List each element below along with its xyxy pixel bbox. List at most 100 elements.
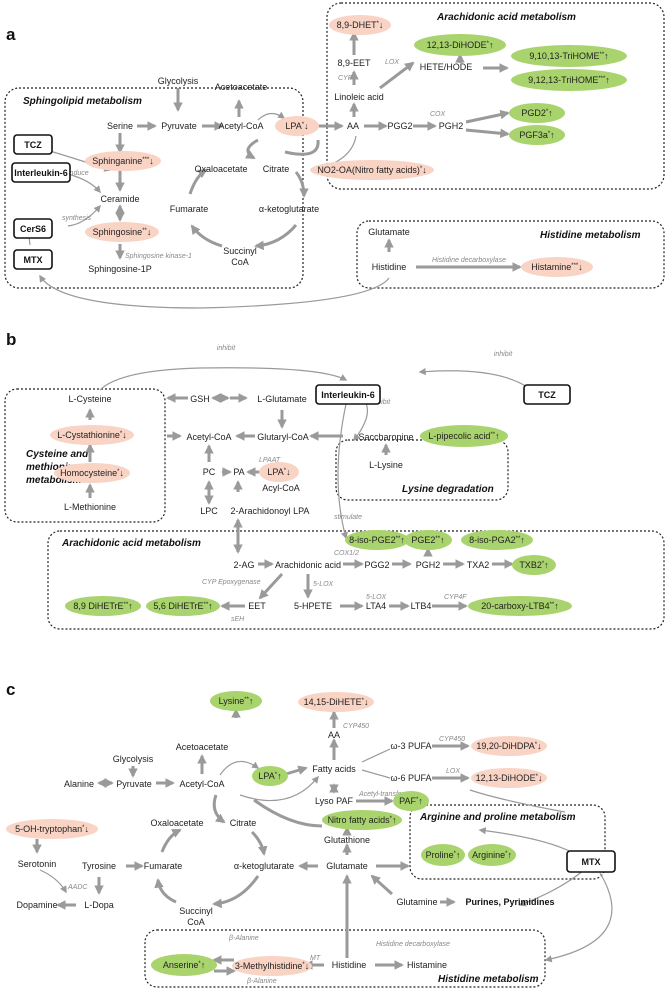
edge-succinyl-fumarate-c xyxy=(154,878,177,904)
label-homocysteine: Homocysteine*↓ xyxy=(60,468,124,478)
label-9-10-13-trihome: 9,10,13-TriHOME**↑ xyxy=(529,51,608,61)
label-txb2: TXB2*↑ xyxy=(519,560,548,570)
metabolite-19-20-dihdpa xyxy=(471,736,547,756)
node-arach: Arachidonic acid xyxy=(275,560,341,570)
node-pyruvate-c: Pyruvate xyxy=(116,779,152,789)
metabolite-sphingosine xyxy=(85,222,159,242)
cys-title-1: Cysteine and xyxy=(26,449,89,460)
metabolite-histamine-a xyxy=(521,257,593,277)
edge-mtx-histidine xyxy=(544,872,613,963)
metabolite-20-carboxy-ltb4 xyxy=(468,596,572,616)
lysine-title: Lysine degradation xyxy=(402,484,494,495)
label-mtx-a: MTX xyxy=(24,255,43,265)
edge-label-hdc: Histidine decarboxylase xyxy=(432,257,506,264)
metabolite-lpa-b xyxy=(259,462,299,482)
node-2ag: 2-AG xyxy=(233,560,254,570)
edge-arach-eet xyxy=(258,572,284,600)
panel-b: b Cysteine and methionine metabolism Lys… xyxy=(4,330,665,630)
metabolite-sphinganine xyxy=(85,151,161,171)
label-lysine: Lysine**↑ xyxy=(219,696,254,706)
metabolite-9-12-13-trihome xyxy=(511,69,627,91)
edge-acetylcoa-citrate xyxy=(244,138,259,160)
node-pgh2: PGH2 xyxy=(439,121,464,131)
edge-citrate-aketo-c xyxy=(250,830,268,856)
edge-label-5lox-a: 5-LOX xyxy=(313,581,334,588)
histidine-title-a: Histidine metabolism xyxy=(540,230,641,241)
node-pgg2-b: PGG2 xyxy=(364,560,389,570)
node-acylcoa: Acyl-CoA xyxy=(262,483,300,493)
lysine-box xyxy=(335,439,509,501)
node-citrate: Citrate xyxy=(263,164,290,174)
node-linoleic: Linoleic acid xyxy=(334,92,384,102)
label-pge2: PGE2**↑ xyxy=(411,535,444,545)
panel-b-label: b xyxy=(6,330,16,349)
label-lpa-b: LPA*↓ xyxy=(267,467,290,477)
node-hpete: 5-HPETE xyxy=(294,601,332,611)
label-12-13-dihode-c: 12,13-DiHODE*↓ xyxy=(476,773,543,783)
node-pyruvate: Pyruvate xyxy=(161,121,197,131)
edge-acetylcoa-citrate-c xyxy=(212,794,226,824)
node-glycolysis: Glycolysis xyxy=(158,76,199,86)
edge-glutamine-glutamate xyxy=(370,874,394,896)
node-succinyl-c: Succinyl xyxy=(179,906,213,916)
node-llysine: L-Lysine xyxy=(369,460,403,470)
node-pa: PA xyxy=(233,467,244,477)
metabolite-5-oh-tryptophan xyxy=(6,819,98,839)
node-ltb4: LTB4 xyxy=(411,601,432,611)
metabolite-proline xyxy=(421,844,465,866)
metabolite-8-iso-pga2 xyxy=(461,530,533,550)
node-txa2: TXA2 xyxy=(467,560,490,570)
node-alanine: Alanine xyxy=(64,779,94,789)
drug-tcz-b xyxy=(523,384,571,405)
node-w6: ω-6 PUFA xyxy=(390,773,431,783)
edge-citrate-fattyacids xyxy=(239,775,319,802)
metabolite-5-6-diheter xyxy=(146,596,220,616)
argpro-box xyxy=(409,804,606,880)
sphingolipid-title: Sphingolipid metabolism xyxy=(23,96,142,107)
metabolite-nitro-fatty-acids xyxy=(322,810,402,830)
edge-aketo-succinyl xyxy=(254,224,298,251)
label-19-20-dihdpa: 19,20-DiHDPA*↓ xyxy=(476,741,541,751)
label-proline: Proline*↑ xyxy=(426,850,461,860)
node-histamine-c: Histamine xyxy=(407,960,447,970)
metabolite-12-13-dihode-c xyxy=(471,768,547,788)
edge-succinyl-fumarate xyxy=(190,224,223,248)
edge-label-cypepox: CYP Epoxygenase xyxy=(202,579,261,586)
label-sphingosine: Sphingosine**↓ xyxy=(93,227,152,237)
histidine-box-c xyxy=(144,929,546,988)
edge-label-acetyltrans: Acetyl-transferase xyxy=(358,791,416,798)
edge-stimulate xyxy=(337,403,348,540)
node-ldopa: L-Dopa xyxy=(84,900,114,910)
edge-linoleic-hete xyxy=(379,61,415,90)
edge-inhibit-1 xyxy=(99,367,348,391)
cysteine-box xyxy=(4,388,166,523)
metabolite-cystathionine xyxy=(50,425,134,445)
node-glutaryl: Glutaryl-CoA xyxy=(257,432,309,442)
panel-a: a Arachidonic acid metabolism Sphingolip… xyxy=(4,2,665,309)
node-purines: Purines, Pyrimidines xyxy=(465,897,554,907)
arachidonic-title-b: Arachidonic acid metabolism xyxy=(61,538,201,549)
node-acetylcoa: Acetyl-CoA xyxy=(218,121,263,131)
edge-pgh2-pgd2 xyxy=(465,109,510,124)
label-cystathionine: L-Cystathionine*↓ xyxy=(57,430,126,440)
metabolite-lpa-a xyxy=(275,116,319,136)
node-fattyacids: Fatty acids xyxy=(312,764,356,774)
edge-label-induce: induce xyxy=(68,170,89,177)
metabolite-arginine xyxy=(468,844,516,866)
node-glutamine: Glutamine xyxy=(396,897,437,907)
drug-mtx-a xyxy=(13,249,53,270)
label-no2oa: NO2-OA(Nitro fatty acids)*↓ xyxy=(317,165,426,175)
node-pc: PC xyxy=(203,467,216,477)
node-acetoacetate: Acetoacetate xyxy=(215,82,268,92)
label-8-iso-pga2: 8-iso-PGA2**↑ xyxy=(469,535,525,545)
edge-il6-ceramide xyxy=(67,173,101,194)
edge-mtx-nitro xyxy=(469,789,566,813)
edge-label-sk1: Sphingosine kinase-1 xyxy=(125,253,192,260)
panel-c-label: c xyxy=(6,680,15,699)
metabolite-3-methylhistidine xyxy=(232,956,312,976)
edge-fumarate-oxaloacetate-c xyxy=(160,828,182,853)
node-gsh: GSH xyxy=(190,394,210,404)
metabolite-pge2 xyxy=(404,530,452,550)
label-pipecolic: L-pipecolic acid**↑ xyxy=(428,431,499,441)
edge-inhibit-2 xyxy=(418,367,541,399)
